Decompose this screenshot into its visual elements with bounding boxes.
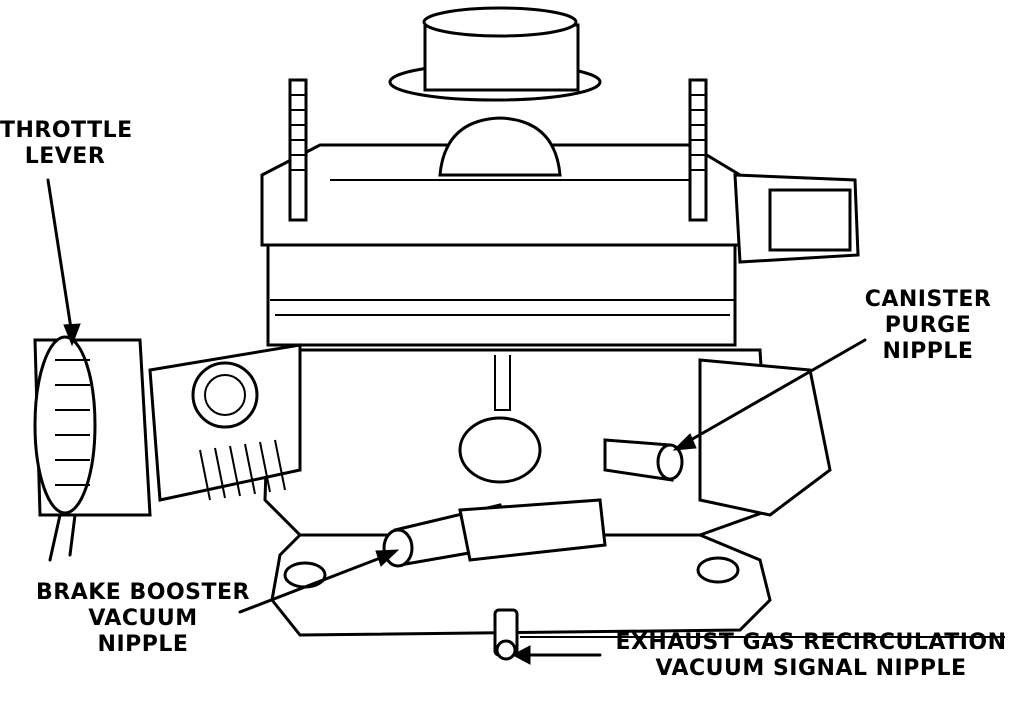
throttle-lever-assembly bbox=[33, 335, 302, 562]
egr-vacuum-signal-nipple-label: EXHAUST GAS RECIRCULATION VACUUM SIGNAL … bbox=[608, 630, 1014, 682]
brake-label-line-3: NIPPLE bbox=[97, 632, 189, 657]
brake-booster-vacuum-nipple-label: BRAKE BOOSTER VACUUM NIPPLE bbox=[28, 580, 258, 658]
right-housing bbox=[698, 358, 832, 517]
egr-label-line-1: EXHAUST GAS RECIRCULATION bbox=[615, 630, 1007, 655]
brake-label-line-1: BRAKE BOOSTER bbox=[36, 580, 250, 605]
throttle-lever-label: THROTTLE LEVER bbox=[0, 118, 133, 170]
brake-label-line-2: VACUUM bbox=[88, 606, 198, 631]
injector-cap bbox=[388, 6, 602, 177]
center-boss bbox=[458, 416, 542, 484]
electrical-connector bbox=[733, 173, 860, 264]
egr-nipple bbox=[493, 608, 519, 661]
leader-lines bbox=[46, 178, 1005, 665]
throttle-lever-label-line-2: LEVER bbox=[24, 144, 106, 169]
canister-purge-nipple bbox=[603, 438, 684, 482]
canister-label-line-3: NIPPLE bbox=[882, 339, 974, 364]
canister-label-line-1: CANISTER bbox=[864, 287, 992, 312]
mounting-studs bbox=[288, 78, 708, 222]
egr-label-line-2: VACUUM SIGNAL NIPPLE bbox=[655, 656, 967, 681]
upper-body bbox=[260, 143, 742, 347]
canister-purge-nipple-label: CANISTER PURGE NIPPLE bbox=[858, 287, 998, 365]
canister-label-line-2: PURGE bbox=[884, 313, 972, 338]
throttle-lever-label-line-1: THROTTLE bbox=[0, 118, 133, 143]
